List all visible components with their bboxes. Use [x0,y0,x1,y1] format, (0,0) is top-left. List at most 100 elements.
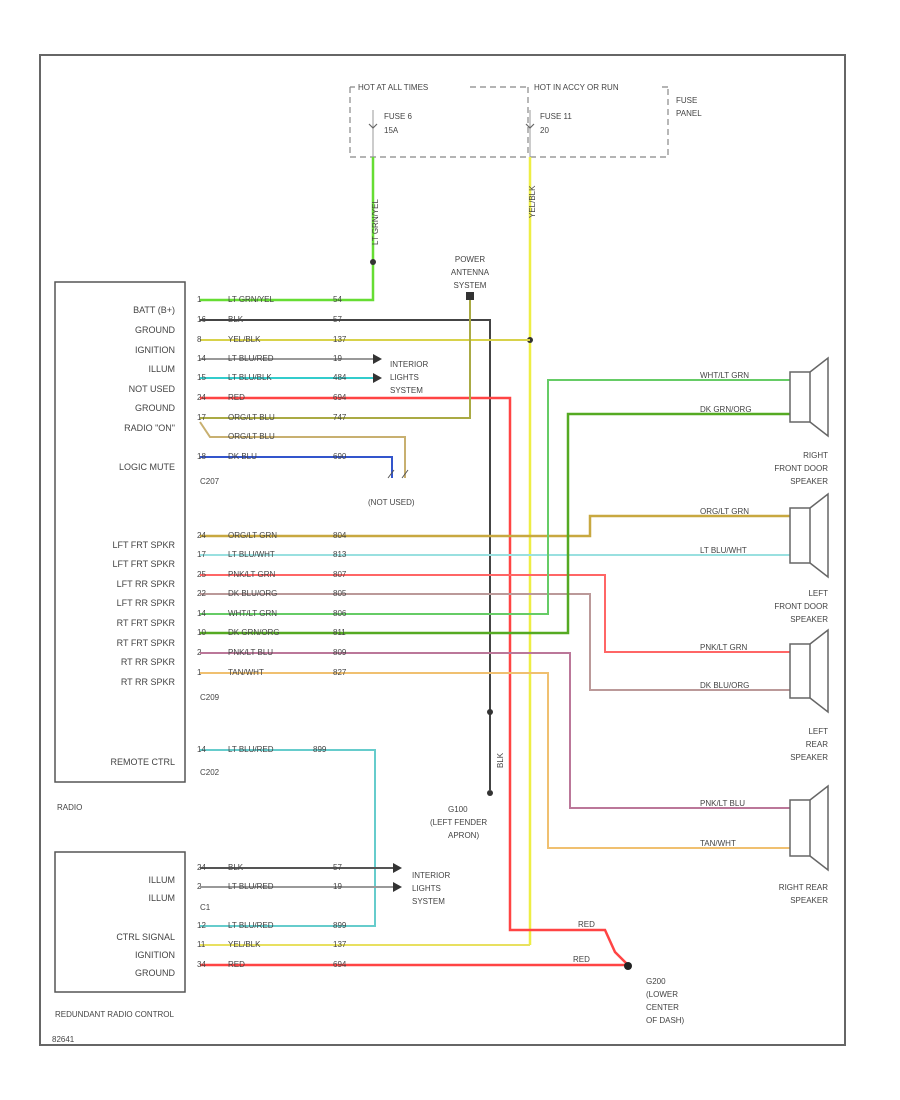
svg-text:RED: RED [578,920,595,929]
svg-text:CTRL SIGNAL: CTRL SIGNAL [116,932,175,942]
svg-text:BLK: BLK [228,315,244,324]
svg-text:690: 690 [333,452,347,461]
radio-pin-label: NOT USED [129,384,176,394]
svg-text:813: 813 [333,550,347,559]
connector-c209: C209 [200,693,220,702]
svg-text:WHT/LT GRN: WHT/LT GRN [700,371,749,380]
fuse-panel: HOT AT ALL TIMES HOT IN ACCY OR RUN FUSE… [349,83,702,158]
svg-text:C1: C1 [200,903,211,912]
hot-in-acc-run-label: HOT IN ACCY OR RUN [534,83,619,92]
svg-text:SPEAKER: SPEAKER [790,477,828,486]
radio-pin-label: LOGIC MUTE [119,462,175,472]
radio-pin-label: BATT (B+) [133,305,175,315]
remote-wire-illum-2: 2 LT BLU/RED 19 [197,882,402,892]
radio-pins-a: BATT (B+) GROUND IGNITION ILLUM NOT USED… [119,305,220,486]
radio-wire-ignition: 8 YEL/BLK 137 [197,335,530,344]
radio-pin-label: RADIO "ON" [124,423,175,433]
speaker-wire-labels: WHT/LT GRN DK GRN/ORG ORG/LT GRN LT BLU/… [700,371,752,848]
radio-wire-illum-2: 15 LT BLU/BLK 484 [197,373,382,383]
svg-text:BLK: BLK [228,863,244,872]
svg-text:(LOWER: (LOWER [646,990,678,999]
svg-text:15: 15 [197,373,206,382]
radio-pin-label: LFT FRT SPKR [112,540,175,550]
svg-text:17: 17 [197,413,206,422]
right-front-speaker: RIGHT FRONT DOOR SPEAKER [774,356,829,486]
svg-text:LIGHTS: LIGHTS [412,884,441,893]
diagram-code: 82641 [52,1035,75,1044]
speaker-wire-rr-minus: 1 TAN/WHT 827 [197,668,790,849]
radio-wire-radio-on: 17 ORG/LT BLU 747 [197,292,474,422]
svg-text:LEFT: LEFT [808,727,828,736]
svg-text:LT BLU/RED: LT BLU/RED [228,921,274,930]
remote-wire-ignition: 11 YEL/BLK 137 [197,940,530,949]
svg-text:25: 25 [197,570,206,579]
svg-text:INTERIOR: INTERIOR [412,871,450,880]
svg-text:ORG/LT BLU: ORG/LT BLU [228,413,275,422]
speaker-wire-lr-minus: 22 DK BLU/ORG 805 [197,589,790,691]
radio-label: RADIO [57,803,82,812]
fuse-6-wire-color: LT GRN/YEL [371,199,380,245]
svg-text:805: 805 [333,589,347,598]
svg-text:57: 57 [333,863,342,872]
speaker-wire-rr-plus: 2 PNK/LT BLU 809 [197,648,790,809]
svg-text:ORG/LT BLU: ORG/LT BLU [228,432,275,441]
svg-text:PNK/LT GRN: PNK/LT GRN [228,570,275,579]
svg-text:19: 19 [333,882,342,891]
fuse-6-rating: 15A [384,126,399,135]
svg-text:PNK/LT GRN: PNK/LT GRN [700,643,747,652]
radio-pin-label: ILLUM [148,364,175,374]
radio-pin-label: RT RR SPKR [121,677,176,687]
svg-text:RIGHT: RIGHT [803,451,828,460]
left-front-speaker: LEFT FRONT DOOR SPEAKER [774,492,829,624]
svg-text:22: 22 [197,589,206,598]
speaker-wire-lf-plus: 24 ORG/LT GRN 804 [197,514,790,540]
svg-text:RED: RED [228,393,245,402]
svg-text:WHT/LT GRN: WHT/LT GRN [228,609,277,618]
svg-text:LT BLU/RED: LT BLU/RED [228,745,274,754]
left-rear-speaker: LEFT REAR SPEAKER [789,628,829,762]
svg-text:2: 2 [197,882,202,891]
fuse-11-name: FUSE 11 [540,112,572,121]
svg-text:24: 24 [197,863,206,872]
radio-wire-radio-on-branch: ORG/LT BLU [199,421,406,478]
svg-text:PNK/LT BLU: PNK/LT BLU [700,799,745,808]
svg-text:GROUND: GROUND [135,968,175,978]
svg-text:807: 807 [333,570,347,579]
ground-g200: RED RED G200 (LOWER CENTER OF DASH) [573,920,685,1025]
svg-text:G200: G200 [646,977,666,986]
svg-text:G100: G100 [448,805,468,814]
fuse-11-rating: 20 [540,126,549,135]
remote-wire-illum-1: 24 BLK 57 [197,863,402,873]
svg-text:LT BLU/WHT: LT BLU/WHT [228,550,275,559]
svg-text:SYSTEM: SYSTEM [412,897,445,906]
svg-text:RED: RED [228,960,245,969]
svg-text:34: 34 [197,960,206,969]
svg-text:14: 14 [197,745,206,754]
svg-text:RIGHT REAR: RIGHT REAR [779,883,828,892]
svg-text:FRONT DOOR: FRONT DOOR [774,602,828,611]
connector-c207: C207 [200,477,220,486]
svg-text:SPEAKER: SPEAKER [790,896,828,905]
svg-text:ILLUM: ILLUM [148,875,175,885]
svg-text:809: 809 [333,648,347,657]
fuse-11-wire-color: YEL/BLK [528,185,537,218]
svg-text:14: 14 [197,609,206,618]
radio-pin-label: REMOTE CTRL [110,757,175,767]
svg-text:(LEFT FENDER: (LEFT FENDER [430,818,487,827]
svg-text:RED: RED [573,955,590,964]
svg-text:10: 10 [197,628,206,637]
svg-text:LT BLU/RED: LT BLU/RED [228,882,274,891]
svg-text:DK BLU: DK BLU [228,452,257,461]
fuse-6-name: FUSE 6 [384,112,413,121]
remote-wire-ctrl-signal: 12 LT BLU/RED 899 [197,921,347,930]
remote-control-pins: ILLUM ILLUM C1 CTRL SIGNAL IGNITION GROU… [116,875,210,978]
svg-text:12: 12 [197,921,206,930]
svg-text:ORG/LT GRN: ORG/LT GRN [700,507,749,516]
interior-lights-label-1: INTERIOR LIGHTS SYSTEM [390,360,428,395]
fuse-panel-label-2: PANEL [676,109,702,118]
svg-text:137: 137 [333,335,347,344]
svg-text:SPEAKER: SPEAKER [790,753,828,762]
svg-text:899: 899 [333,921,347,930]
svg-text:YEL/BLK: YEL/BLK [228,335,261,344]
svg-text:DK GRN/ORG: DK GRN/ORG [228,628,280,637]
